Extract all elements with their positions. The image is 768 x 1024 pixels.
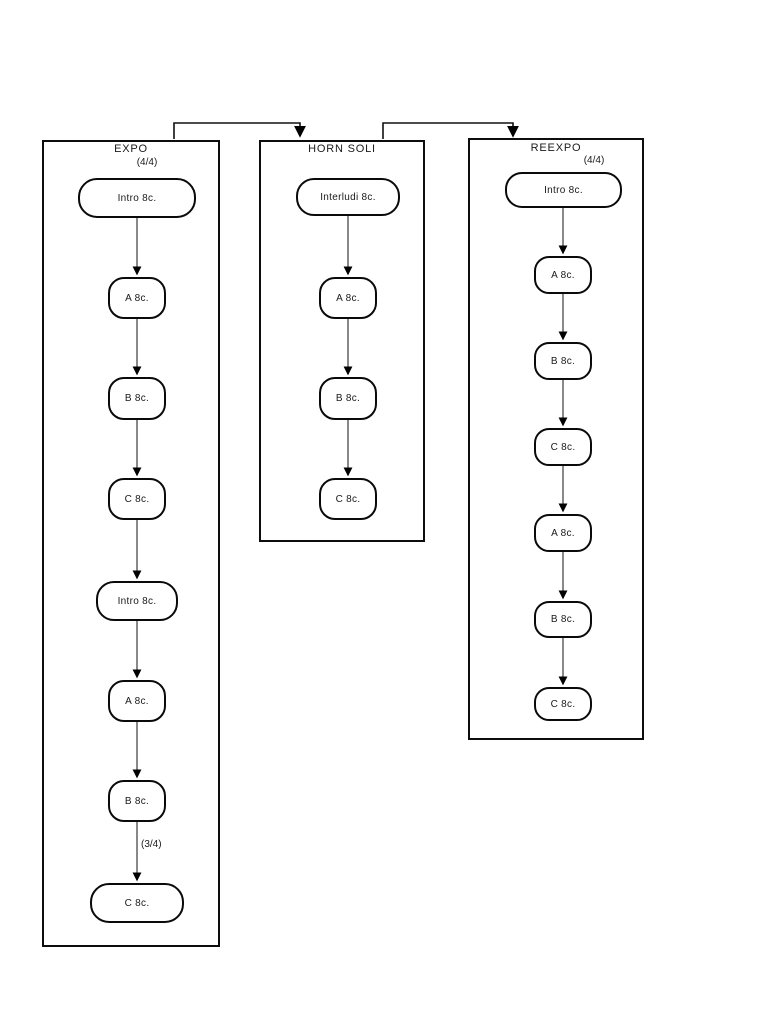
flow-node-expo-intro-2: Intro 8c. [96, 581, 178, 621]
flow-node-reexpo-b-2: B 8c. [534, 601, 592, 638]
flow-node-reexpo-a-1: A 8c. [534, 256, 592, 294]
flow-node-reexpo-c-2: C 8c. [534, 687, 592, 721]
expo-section-box [42, 140, 220, 947]
flow-node-expo-b-1: B 8c. [108, 377, 166, 420]
flow-node-reexpo-b-1: B 8c. [534, 342, 592, 380]
expo-section-title: EXPO [114, 143, 148, 155]
flow-node-expo-c-1: C 8c. [108, 478, 166, 520]
flow-node-reexpo-c-1: C 8c. [534, 428, 592, 466]
reexpo-section-title: REEXPO [530, 142, 582, 154]
flow-node-reexpo-a-2: A 8c. [534, 514, 592, 552]
flow-node-hornsoli-a: A 8c. [319, 277, 377, 319]
section-connector-arrow-hornsoli-to-reexpo [382, 122, 519, 139]
flow-node-expo-a-1: A 8c. [108, 277, 166, 319]
flow-node-expo-c-2: C 8c. [90, 883, 184, 923]
flow-node-expo-intro-1: Intro 8c. [78, 178, 196, 218]
reexpo-section-box [468, 138, 644, 740]
flow-node-expo-b-2: B 8c. [108, 780, 166, 822]
flow-node-hornsoli-interludi: Interludi 8c. [296, 178, 400, 216]
section-connector-arrow-expo-to-hornsoli [173, 122, 306, 139]
flow-node-reexpo-intro: Intro 8c. [505, 172, 622, 208]
flow-node-expo-a-2: A 8c. [108, 680, 166, 722]
expo-time-signature: (4/4) [136, 157, 158, 168]
hornsoli-section-title: HORN SOLI [308, 143, 376, 155]
hornsoli-section-box [259, 140, 425, 542]
meter-change-annotation: (3/4) [141, 839, 162, 850]
flow-node-hornsoli-c: C 8c. [319, 478, 377, 520]
reexpo-time-signature: (4/4) [583, 155, 605, 166]
flow-node-hornsoli-b: B 8c. [319, 377, 377, 420]
